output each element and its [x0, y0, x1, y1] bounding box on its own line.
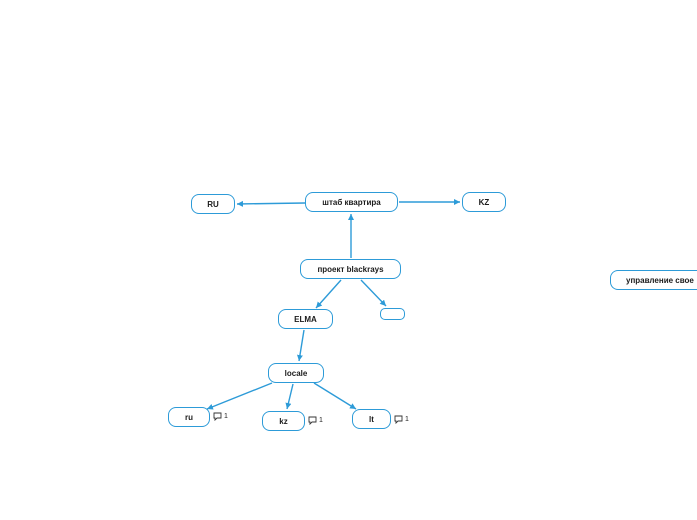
- edge-project-to-empty: [360, 279, 387, 307]
- edge-locale-to-lt: [313, 382, 357, 410]
- comment-icon: [394, 415, 403, 424]
- edge-project-to-elma: [315, 279, 342, 309]
- node-kz-top[interactable]: KZ: [462, 192, 506, 212]
- node-ru[interactable]: ru: [168, 407, 210, 427]
- node-project-label: проект blackrays: [317, 264, 384, 274]
- node-empty[interactable]: [380, 308, 405, 320]
- node-ru-label: ru: [185, 412, 193, 422]
- comment-icon: [213, 412, 222, 421]
- comment-count-ru: 1: [224, 413, 228, 420]
- comment-icon: [308, 416, 317, 425]
- node-management-label: управление свое: [626, 275, 694, 285]
- node-locale-label: locale: [284, 368, 308, 378]
- node-ru-top-label: RU: [207, 199, 219, 209]
- edge-hq-to-ru: [236, 200, 306, 207]
- edge-locale-to-kz: [285, 383, 294, 410]
- node-ru-top[interactable]: RU: [191, 194, 235, 214]
- node-hq-label: штаб квартира: [322, 197, 381, 207]
- node-kz-top-label: KZ: [478, 197, 490, 207]
- node-lt[interactable]: lt: [352, 409, 391, 429]
- edge-locale-to-ru: [206, 382, 273, 410]
- comment-count-lt: 1: [405, 416, 409, 423]
- node-kz[interactable]: kz: [262, 411, 305, 431]
- node-elma-label: ELMA: [294, 314, 317, 324]
- node-management[interactable]: управление свое: [610, 270, 697, 290]
- comment-badge-kz[interactable]: 1: [308, 416, 323, 425]
- node-elma[interactable]: ELMA: [278, 309, 333, 329]
- edge-elma-to-locale: [296, 329, 305, 362]
- node-locale[interactable]: locale: [268, 363, 324, 383]
- node-lt-label: lt: [369, 414, 374, 424]
- node-hq[interactable]: штаб квартира: [305, 192, 398, 212]
- comment-count-kz: 1: [319, 417, 323, 424]
- node-project[interactable]: проект blackrays: [300, 259, 401, 279]
- node-kz-label: kz: [279, 416, 288, 426]
- comment-badge-lt[interactable]: 1: [394, 415, 409, 424]
- comment-badge-ru[interactable]: 1: [213, 412, 228, 421]
